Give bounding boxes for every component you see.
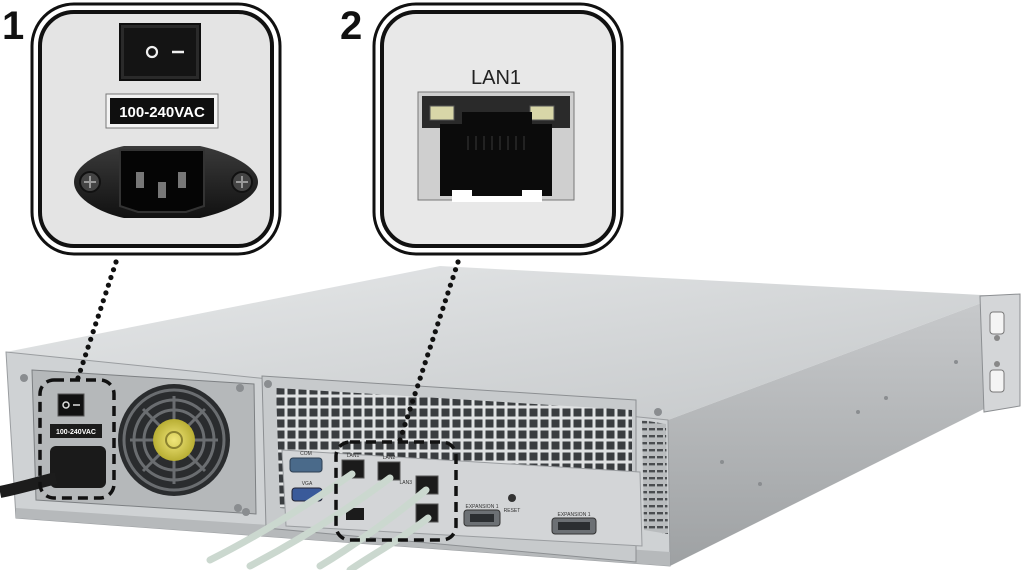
chassis-top [6, 266, 1000, 420]
lan-port-label: LAN1 [471, 67, 521, 89]
leader-dot [402, 421, 408, 428]
leader-dot [113, 259, 119, 265]
callout-panel-lan: LAN1 [372, 2, 624, 256]
leader-dot [417, 375, 423, 381]
power-cable [0, 472, 58, 498]
leader-dot [415, 383, 421, 389]
leader-dot [103, 290, 109, 296]
leader-dot [427, 344, 433, 350]
callout-number-2: 2 [340, 4, 363, 48]
psu-fan [118, 384, 230, 496]
server-chassis: 100-240VAC COM [0, 266, 1021, 574]
callout-number-1: 1 [2, 4, 25, 48]
leader-dot [447, 282, 453, 288]
power-switch-icon [119, 23, 201, 81]
leader-dot [85, 344, 91, 350]
leader-dot [412, 391, 418, 397]
leader-dot [440, 305, 446, 311]
leader-dot [88, 336, 94, 342]
leader-dot [110, 267, 117, 273]
leader-dot [93, 321, 99, 327]
svg-text:VGA: VGA [302, 481, 313, 487]
leader-dot [420, 367, 426, 373]
svg-text:LAN2: LAN2 [383, 455, 396, 461]
io-panel: COM VGA LAN1 LAN2 LAN3 RESET [281, 449, 643, 547]
leader-dot [422, 360, 428, 366]
leader-dot [450, 274, 456, 281]
svg-text:RESET: RESET [504, 508, 521, 514]
leader-dot [80, 359, 86, 366]
leader-dot [75, 375, 81, 381]
leader-dot [452, 267, 459, 273]
leader-dot [432, 329, 438, 335]
leader-dot [77, 367, 84, 373]
leader-dot [90, 329, 96, 335]
reset-button [508, 494, 516, 502]
leader-dot [442, 298, 448, 304]
side-vent [642, 420, 668, 534]
leader-lines [75, 259, 461, 443]
leader-dot [95, 313, 101, 319]
leader-dot [455, 259, 461, 265]
leader-line-1 [75, 259, 119, 381]
power-inlet-icon [74, 146, 258, 218]
leader-dot [83, 352, 89, 358]
leader-dot [437, 313, 443, 319]
leader-dot [435, 321, 441, 327]
rack-ear [979, 293, 1021, 413]
leader-dot [425, 352, 431, 358]
leader-dot [105, 282, 111, 288]
usb-port [346, 508, 364, 520]
leader-line-2 [397, 259, 461, 443]
ethernet-cables [206, 470, 432, 574]
psu-module: 100-240VAC [0, 369, 257, 515]
leader-dot [100, 298, 106, 304]
leader-dot [410, 398, 416, 404]
chassis-voltage-label: 100-240VAC [56, 429, 96, 436]
svg-text:LAN3: LAN3 [399, 480, 412, 486]
ethernet-port-icon [417, 91, 575, 202]
com-port [289, 457, 323, 473]
chassis-side [668, 296, 1002, 566]
highlight-lan [334, 440, 458, 542]
svg-text:COM: COM [300, 451, 312, 457]
leader-dot [430, 336, 436, 342]
leader-dot [407, 406, 413, 412]
chassis-power-inlet [50, 446, 106, 488]
callout-panel-power: 100-240VAC [30, 2, 282, 256]
voltage-label: 100-240VAC [119, 104, 205, 121]
leader-dot [445, 290, 451, 296]
leader-dot [405, 414, 411, 420]
chassis-power-switch [57, 393, 85, 417]
leader-dot [108, 274, 114, 281]
svg-text:LAN1: LAN1 [347, 453, 360, 459]
side-screws [720, 360, 958, 486]
leader-dot [98, 305, 104, 311]
svg-text:EXPANSION 1: EXPANSION 1 [558, 512, 591, 518]
leader-dot [397, 437, 403, 443]
leader-dot [399, 429, 406, 435]
svg-text:EXPANSION 1: EXPANSION 1 [466, 504, 499, 510]
